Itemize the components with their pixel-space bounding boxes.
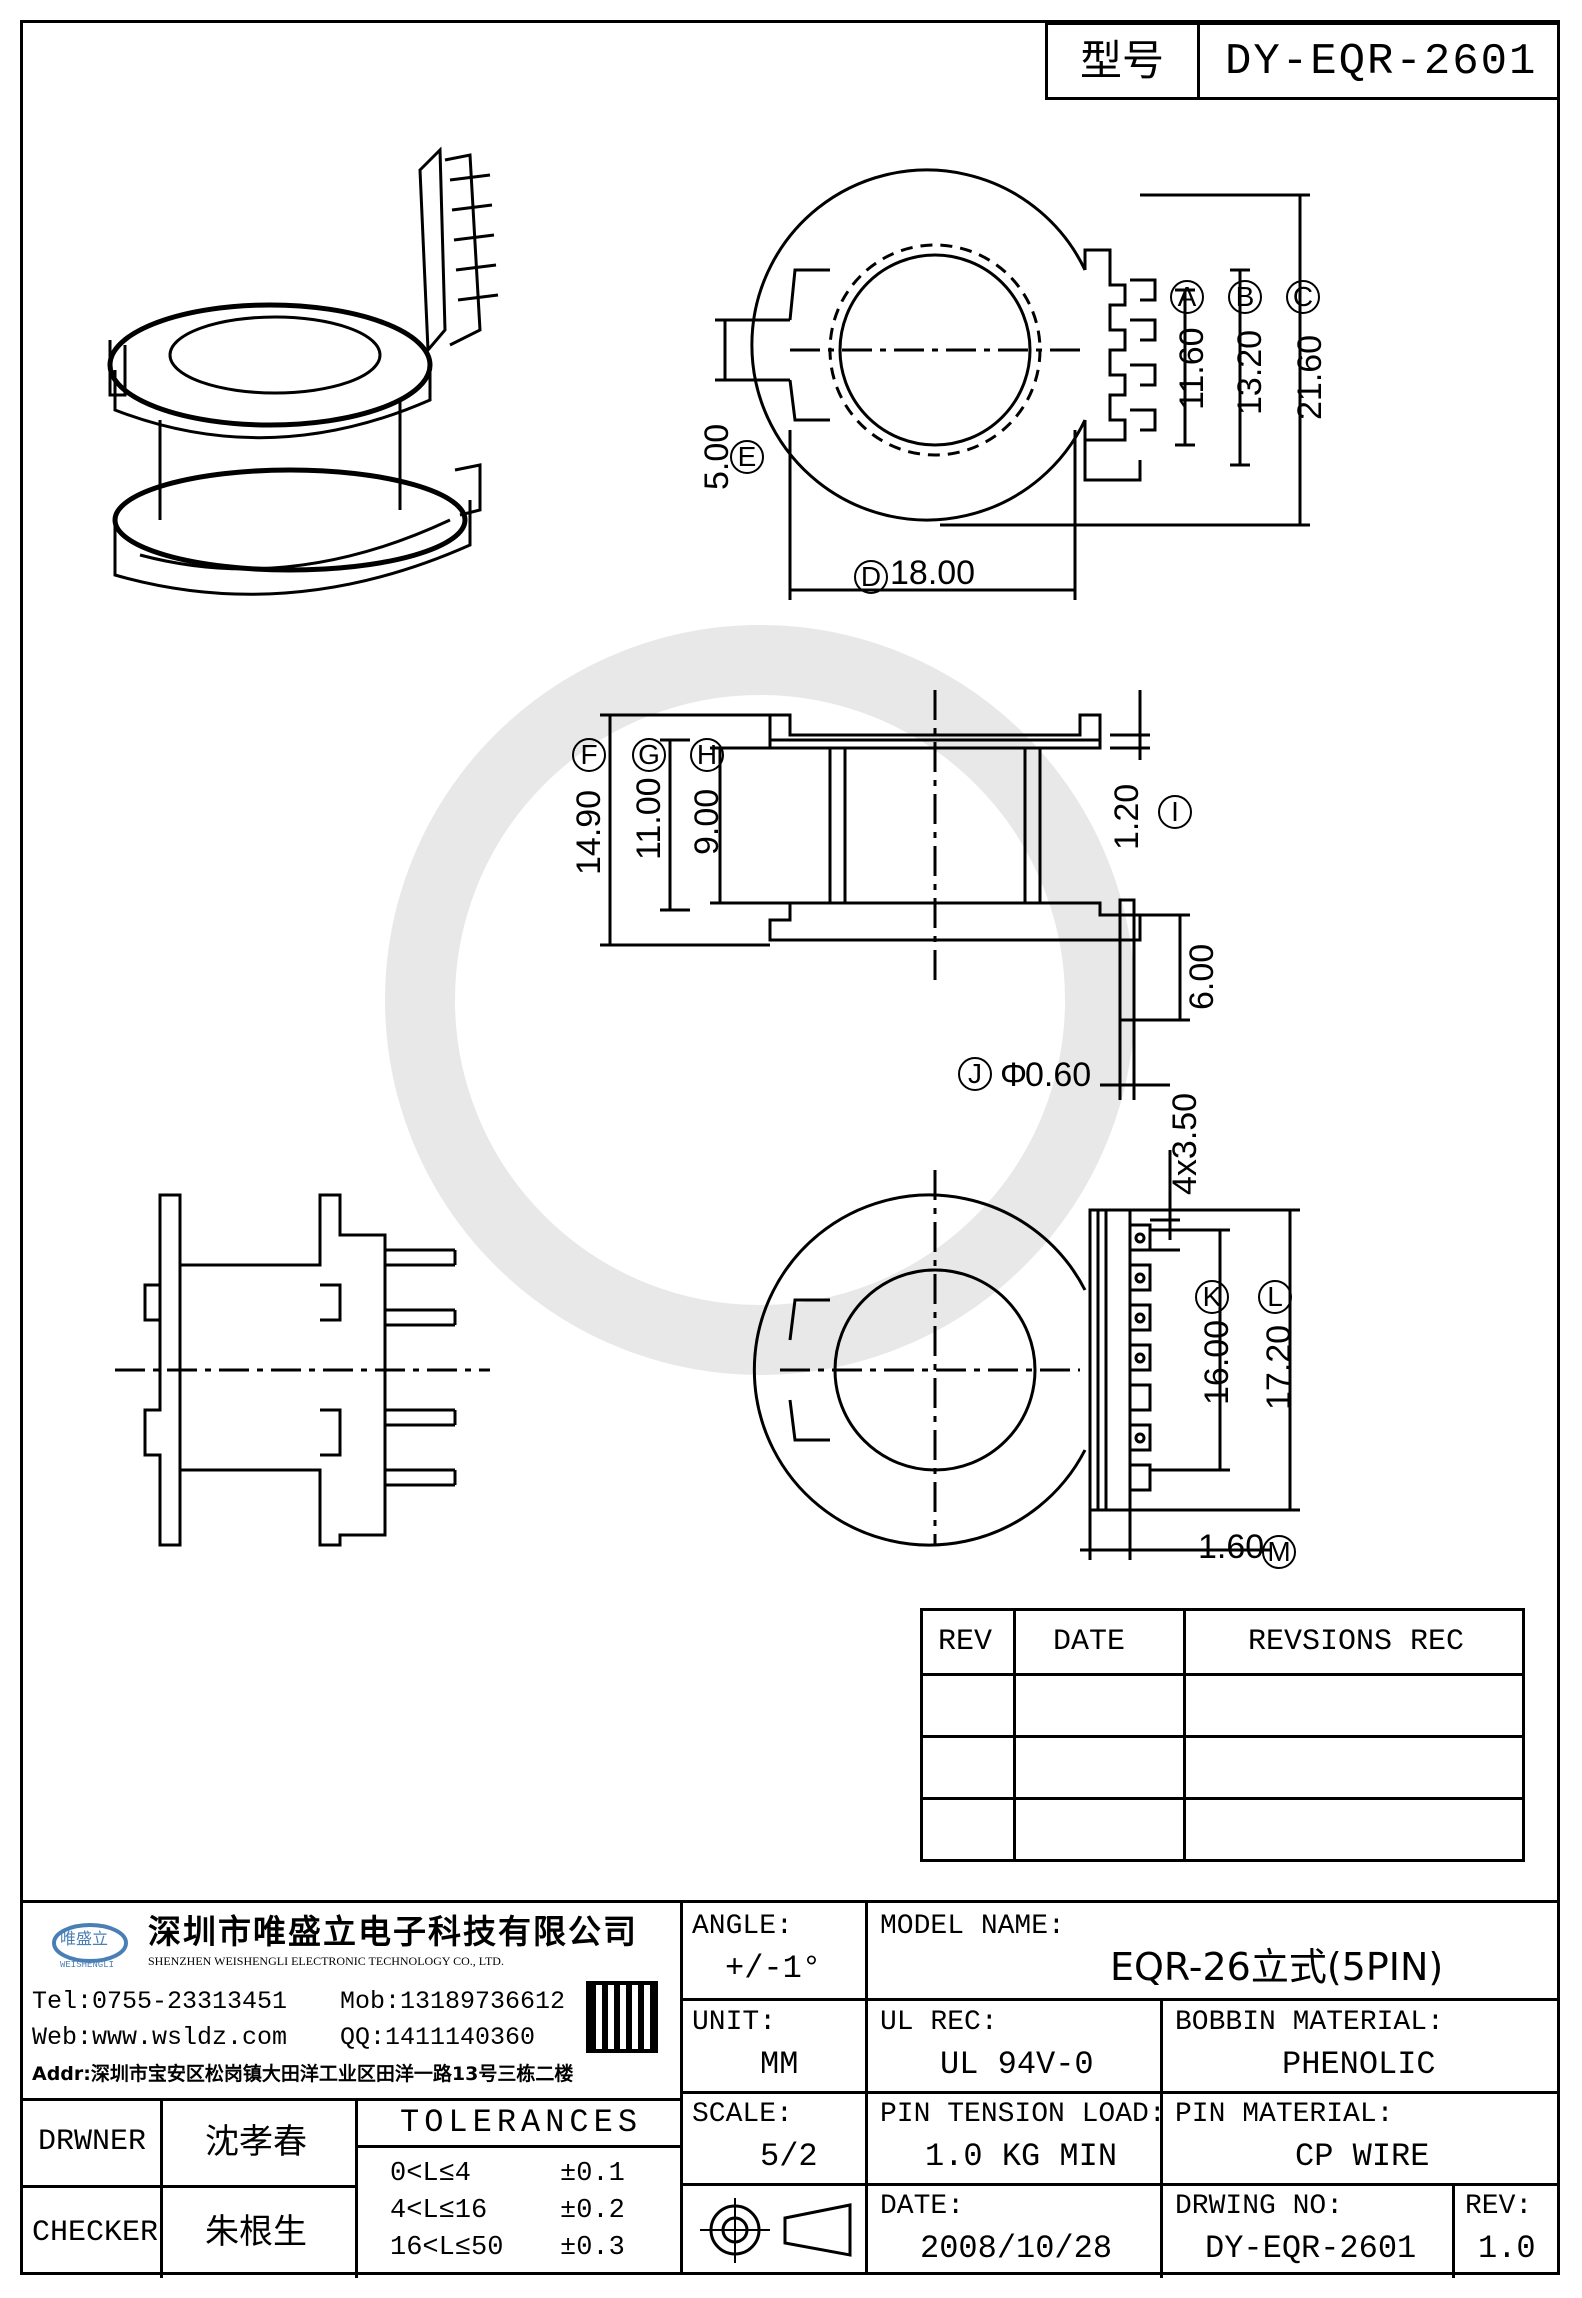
tolerance-range-3: 16<L≤50 <box>390 2233 504 2263</box>
isometric-view <box>107 146 499 596</box>
date-value: 2008/10/28 <box>920 2230 1113 2267</box>
pin-tension-label: PIN TENSION LOAD: <box>880 2099 1166 2130</box>
checker-label: CHECKER <box>32 2216 159 2250</box>
label-g: G <box>632 738 666 772</box>
projection-symbol <box>690 2193 860 2268</box>
company-logo <box>50 1915 130 1970</box>
front-view <box>115 1193 490 1547</box>
unit-value: MM <box>760 2046 799 2083</box>
company-web: Web:www.wsldz.com <box>32 2023 288 2052</box>
tolerance-range-2: 4<L≤16 <box>390 2196 488 2226</box>
label-k: K <box>1195 1280 1229 1314</box>
tolerances-label: TOLERANCES <box>400 2104 643 2141</box>
bobbin-material-value: PHENOLIC <box>1282 2046 1436 2083</box>
rev-header: REV <box>938 1625 993 1659</box>
pin-material-value: CP WIRE <box>1295 2138 1430 2175</box>
dim-pitch-value: 4x3.50 <box>1166 1092 1204 1195</box>
label-b: B <box>1228 280 1262 314</box>
model-header-value: DY-EQR-2601 <box>1225 37 1538 87</box>
label-h: H <box>690 738 724 772</box>
watermark <box>385 625 1135 1375</box>
side-view <box>600 690 1190 1100</box>
dim-f-value: 14.90 <box>570 789 608 875</box>
company-mob: Mob:13189736612 <box>340 1987 566 2016</box>
company-qq: QQ:1411140360 <box>340 2023 536 2052</box>
company-tel: Tel:0755-23313451 <box>32 1987 288 2016</box>
dim-e-value: 5.00 <box>698 423 736 490</box>
label-j: J <box>958 1057 992 1091</box>
dim-g-value: 11.00 <box>630 777 668 860</box>
label-a: A <box>1170 280 1204 314</box>
drawer-value: 沈孝春 <box>205 2122 307 2162</box>
scale-value: 5/2 <box>760 2138 818 2175</box>
title-block: 唯盛立 WEISHENGLI 深圳市唯盛立电子科技有限公司 SHENZHEN W… <box>20 1900 1560 2278</box>
company-logo-subtext: WEISHENGLI <box>60 1960 115 1970</box>
dim-j-value: 0.60 <box>1025 1056 1092 1094</box>
dim-d-value: 18.00 <box>890 554 976 592</box>
model-name-value: EQR-26立式(5PIN) <box>1110 1945 1444 1989</box>
drawing-no-value: DY-EQR-2601 <box>1205 2230 1417 2267</box>
scale-label: SCALE: <box>692 2099 793 2130</box>
label-l: L <box>1258 1280 1292 1314</box>
drawing-no-label: DRWING NO: <box>1175 2191 1344 2222</box>
company-address: Addr:深圳市宝安区松岗镇大田洋工业区田洋一路13号三栋二楼 <box>32 2063 574 2085</box>
rev-value: 1.0 <box>1478 2230 1536 2267</box>
bobbin-material-label: BOBBIN MATERIAL: <box>1175 2007 1444 2038</box>
company-logo-text: 唯盛立 <box>60 1929 109 1948</box>
label-d: D <box>854 560 888 594</box>
qr-code <box>586 1981 658 2053</box>
unit-label: UNIT: <box>692 2007 777 2038</box>
company-name-en: SHENZHEN WEISHENGLI ELECTRONIC TECHNOLOG… <box>148 1954 504 1968</box>
model-name-label: MODEL NAME: <box>880 1911 1065 1942</box>
angle-value: +/-1° <box>725 1950 822 1987</box>
tolerance-value-2: ±0.2 <box>560 2196 625 2226</box>
ul-rec-value: UL 94V-0 <box>940 2046 1094 2083</box>
revisions-rec-header: REVSIONS REC <box>1248 1625 1465 1659</box>
date-header: DATE <box>1053 1625 1126 1659</box>
tolerance-value-3: ±0.3 <box>560 2233 625 2263</box>
tolerance-value-1: ±0.1 <box>560 2159 625 2189</box>
angle-label: ANGLE: <box>692 1911 793 1942</box>
dim-k-value: 16.00 <box>1198 1319 1236 1405</box>
dim-m-value: 1.60 <box>1198 1528 1265 1566</box>
drawing-frame <box>20 20 1560 2275</box>
dim-j-prefix: Φ <box>1000 1056 1028 1094</box>
model-header-divider <box>1197 22 1200 100</box>
date-label: DATE: <box>880 2191 965 2222</box>
revision-table: REV DATE REVSIONS REC <box>920 1608 1525 1862</box>
bottom-view <box>752 1150 1300 1560</box>
model-header-box <box>1045 22 1560 100</box>
model-header-label: 型号 <box>1080 36 1165 85</box>
dim-a-value: 11.60 <box>1173 327 1211 410</box>
dim-b-value: 13.20 <box>1231 329 1269 415</box>
ul-rec-label: UL REC: <box>880 2007 998 2038</box>
label-i: I <box>1158 795 1192 829</box>
label-f: F <box>572 738 606 772</box>
rev-label: REV: <box>1465 2191 1533 2222</box>
label-m: M <box>1262 1535 1296 1569</box>
pin-tension-value: 1.0 KG MIN <box>925 2138 1118 2175</box>
dim-c-value: 21.60 <box>1291 334 1329 420</box>
company-name-cn: 深圳市唯盛立电子科技有限公司 <box>148 1912 638 1951</box>
checker-value: 朱根生 <box>205 2212 307 2252</box>
top-view <box>715 168 1310 600</box>
dim-pin-length-value: 6.00 <box>1183 943 1221 1010</box>
drawer-label: DRWNER <box>38 2125 147 2159</box>
dim-l-value: 17.20 <box>1260 1324 1298 1410</box>
dim-i-value: 1.20 <box>1108 783 1146 850</box>
tolerance-range-1: 0<L≤4 <box>390 2159 472 2189</box>
dim-h-value: 9.00 <box>688 788 726 855</box>
pin-material-label: PIN MATERIAL: <box>1175 2099 1394 2130</box>
label-e: E <box>730 440 764 474</box>
label-c: C <box>1286 280 1320 314</box>
